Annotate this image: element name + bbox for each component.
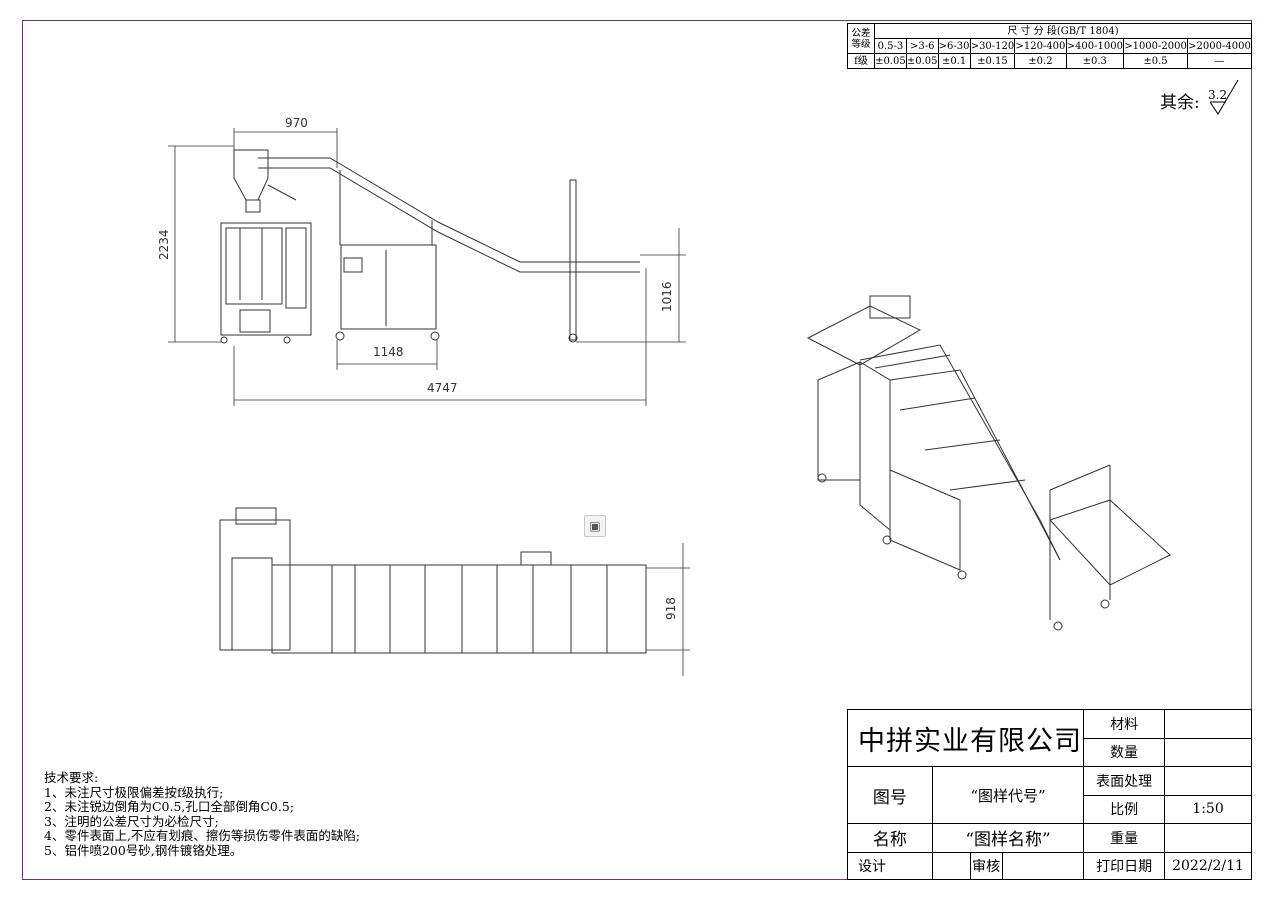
front-view [220,149,640,344]
designer-label: 设计 [847,851,933,880]
dim-height-total: 2234 [157,229,171,260]
scale-value: 1:50 [1164,794,1252,824]
name-label: 名称 [847,823,933,853]
reviewer-label: 审核 [969,851,1003,880]
drawing-no-label: 图号 [847,766,933,824]
tolerance-grade: f级 [847,53,875,69]
weight-value [1164,823,1252,853]
tolerance-value-cell: ±0.3 [1065,53,1125,69]
quantity-label: 数量 [1083,737,1166,767]
material-value [1164,709,1252,739]
roughness-label: 其余: [1160,93,1200,113]
tolerance-range-cell: >6-30 [937,38,971,54]
drawing-frame [22,20,1252,880]
dim-cabinet-width: 1148 [373,345,404,359]
note-item: 5、铝件喷200号砂,钢件镀铬处理。 [44,842,243,858]
isometric-view [806,295,1171,631]
tolerance-value-cell: — [1187,53,1252,69]
print-date-label: 打印日期 [1083,851,1166,880]
tolerance-value-cell: ±0.1 [937,53,971,69]
material-label: 材料 [1083,709,1166,739]
technical-requirements: 技术要求: 1、未注尺寸极限偏差按f级执行; 2、未注锐边倒角为C0.5,孔口全… [44,770,361,858]
company-name: 中拼实业有限公司 [846,709,1085,767]
dim-belt-width: 918 [664,597,678,620]
title-block: 中拼实业有限公司 材料 数量 图号 “图样代号” 表面处理 比例 1:50 名称… [846,709,1252,880]
surface-label: 表面处理 [1083,766,1166,796]
designer-value [931,851,971,880]
note-item: 1、未注尺寸极限偏差按f级执行; [44,784,224,800]
note-item: 2、未注锐边倒角为C0.5,孔口全部倒角C0.5; [44,799,295,814]
quantity-value [1164,737,1252,767]
weight-label: 重量 [1083,823,1166,853]
name-value: “图样名称” [931,823,1085,853]
top-view [219,507,647,654]
drawing-no-value: “图样代号” [931,766,1085,824]
tolerance-table: 公差 等级 尺 寸 分 段(GB/T 1804) 0.5-3>3-6>6-30>… [847,23,1252,69]
roughness-value: 3.2 [1208,88,1228,102]
notes-title: 技术要求: [44,770,99,785]
image-frame-icon[interactable]: ▣ [584,515,606,537]
roughness-symbol: 其余: 3.2 [1160,80,1239,115]
dim-conveyor-height: 1016 [660,281,674,312]
roughness-check-icon [1209,80,1239,115]
note-item: 4、零件表面上,不应有划痕、擦伤等损伤零件表面的缺陷; [44,828,361,843]
dimension-lines [168,128,690,676]
reviewer-value [1001,851,1085,880]
dim-hopper-width: 970 [285,116,308,130]
surface-value [1164,766,1252,796]
tolerance-value-cell: ±0.15 [969,53,1016,69]
print-date-value: 2022/2/11 [1164,851,1252,880]
dim-total-length: 4747 [427,381,458,395]
tolerance-values-row: f级 ±0.05±0.05±0.1±0.15±0.2±0.3±0.5— [847,53,1252,69]
tolerance-ranges-row: 0.5-3>3-6>6-30>30-120>120-400>400-1000>1… [848,38,1252,54]
tolerance-value-cell: ±0.2 [1014,53,1067,69]
note-item: 3、注明的公差尺寸为必检尺寸; [44,813,219,829]
scale-label: 比例 [1083,794,1166,824]
